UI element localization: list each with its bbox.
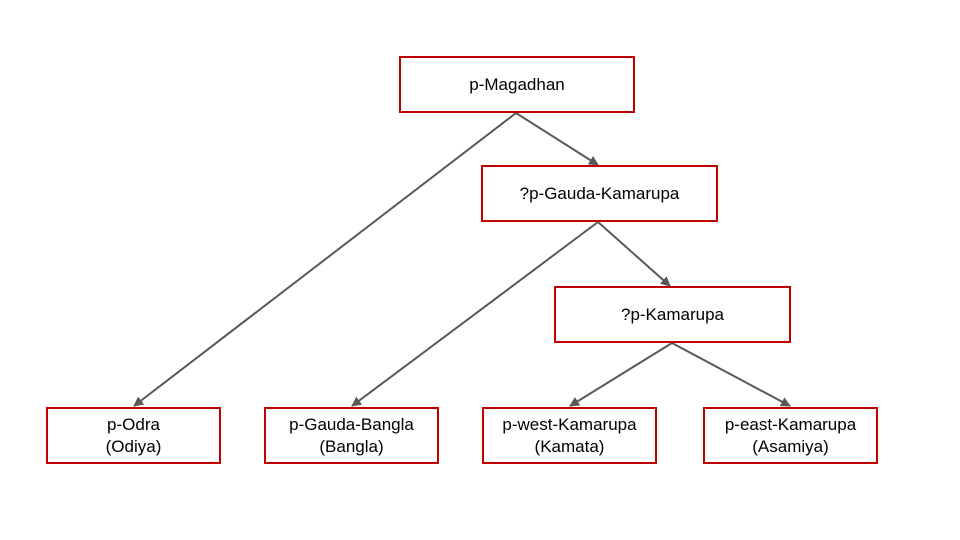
node-label: p-Gauda-Bangla bbox=[289, 414, 414, 434]
edge-root-to-gauda-kamarupa bbox=[515, 112, 599, 166]
node-p-west-kamarupa: p-west-Kamarupa (Kamata) bbox=[482, 407, 657, 464]
node-sublabel: (Asamiya) bbox=[752, 436, 829, 456]
node-label: ?p-Gauda-Kamarupa bbox=[519, 183, 680, 203]
node-p-gauda-kamarupa: ?p-Gauda-Kamarupa bbox=[481, 165, 718, 222]
node-p-kamarupa: ?p-Kamarupa bbox=[554, 286, 791, 343]
node-sublabel: (Odiya) bbox=[105, 436, 162, 456]
node-p-magadhan: p-Magadhan bbox=[399, 56, 635, 113]
edge-kamarupa-to-east-kamarupa bbox=[671, 342, 791, 407]
node-p-gauda-bangla: p-Gauda-Bangla (Bangla) bbox=[264, 407, 439, 464]
node-p-east-kamarupa: p-east-Kamarupa (Asamiya) bbox=[703, 407, 878, 464]
node-label: p-west-Kamarupa bbox=[502, 414, 637, 434]
edge-root-to-odra bbox=[133, 112, 517, 407]
edge-gauda-kamarupa-to-kamarupa bbox=[597, 221, 671, 287]
edge-gauda-kamarupa-to-gauda-bangla bbox=[351, 221, 599, 407]
edge-kamarupa-to-west-kamarupa bbox=[569, 342, 673, 407]
node-p-odra: p-Odra (Odiya) bbox=[46, 407, 221, 464]
node-sublabel: (Kamata) bbox=[534, 436, 605, 456]
node-label: p-Odra bbox=[107, 414, 160, 434]
node-label: ?p-Kamarupa bbox=[620, 304, 724, 324]
node-label: p-Magadhan bbox=[469, 74, 565, 94]
node-label: p-east-Kamarupa bbox=[724, 414, 857, 434]
node-sublabel: (Bangla) bbox=[319, 436, 384, 456]
